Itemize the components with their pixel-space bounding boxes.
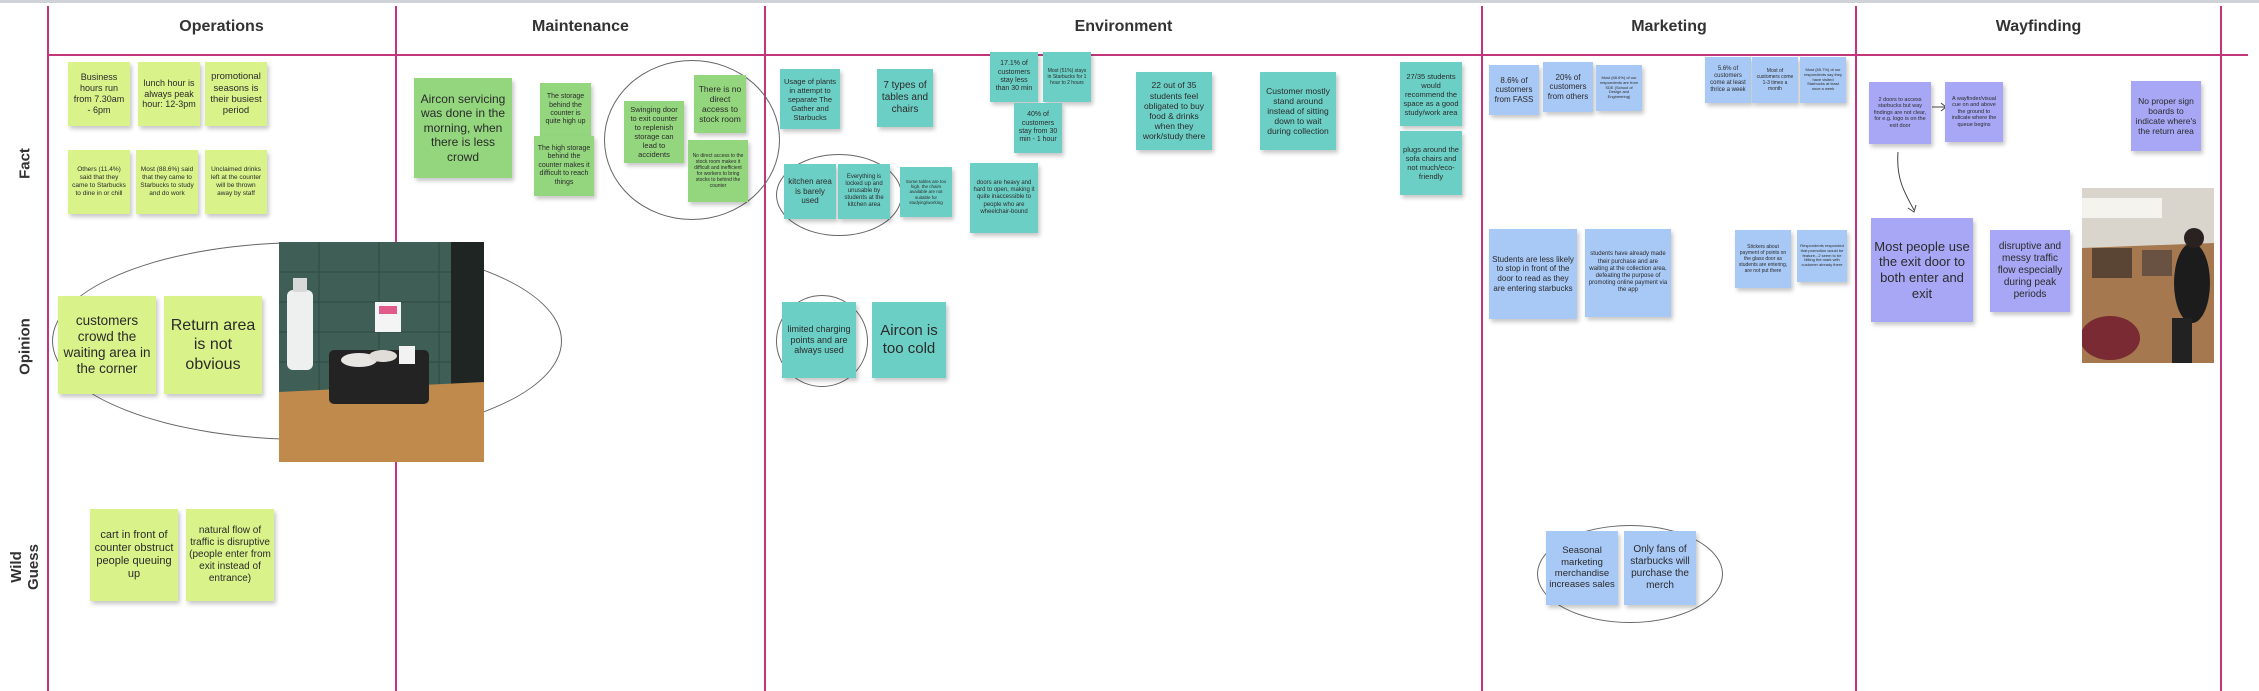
sticky-note[interactable]: Most (51%) stays in Starbucks for 1 hour… — [1043, 52, 1091, 102]
sticky-note[interactable]: 20% of customers from others — [1543, 62, 1593, 112]
cluster-circle — [604, 60, 780, 220]
sticky-note[interactable]: Customer mostly stand around instead of … — [1260, 72, 1336, 150]
grid-line-header — [48, 54, 2248, 56]
column-header-operations: Operations — [179, 18, 264, 35]
sticky-note[interactable]: Swinging door to exit counter to repleni… — [624, 101, 684, 163]
column-header-environment: Environment — [1074, 18, 1173, 35]
sticky-note[interactable]: Business hours run from 7.30am - 6pm — [68, 62, 130, 126]
arrow-icon — [1897, 151, 1917, 213]
sticky-note[interactable]: lunch hour is always peak hour: 12-3pm — [138, 62, 200, 126]
sticky-note[interactable]: Stickers about payment of points on the … — [1735, 230, 1791, 288]
sticky-note[interactable]: 17.1% of customers stay less than 30 min — [990, 52, 1038, 102]
sticky-note[interactable]: limited charging points and are always u… — [782, 302, 856, 378]
sticky-note[interactable]: Most (65.7%) of our respondents say they… — [1800, 57, 1846, 103]
row-label-fact: Fact — [16, 148, 34, 179]
cluster-circle — [1537, 525, 1723, 623]
column-header-wayfinding: Wayfinding — [1995, 18, 2082, 35]
sticky-note[interactable]: Students are less likely to stop in fron… — [1489, 229, 1577, 319]
row-label-wild-guess: Wild Guess — [8, 544, 42, 590]
sticky-note[interactable]: Some tables are too high, the chairs ava… — [900, 167, 952, 217]
sticky-note[interactable]: Most (88.6%) said that they came to Star… — [136, 150, 198, 214]
sticky-note[interactable]: A wayfinder/visual cue on and above the … — [1945, 82, 2003, 142]
grid-line-marketing-wayfinding — [1855, 6, 1857, 691]
sticky-note[interactable]: Unclaimed drinks left at the counter wil… — [205, 150, 267, 214]
sticky-note[interactable]: natural flow of traffic is disruptive (p… — [186, 509, 274, 601]
photo-entrance-traffic — [2082, 188, 2214, 363]
photo-return-area — [279, 242, 484, 462]
sticky-note[interactable]: students have already made their purchas… — [1585, 229, 1671, 317]
sticky-note[interactable]: 7 types of tables and chairs — [877, 69, 933, 127]
sticky-note[interactable]: Usage of plants in attempt to separate T… — [780, 69, 840, 129]
top-border — [0, 0, 2259, 3]
column-header-marketing: Marketing — [1631, 18, 1707, 35]
row-label-opinion: Opinion — [16, 318, 34, 375]
sticky-note[interactable]: No proper sign boards to indicate where'… — [2131, 81, 2201, 151]
sticky-note[interactable]: Only fans of starbucks will purchase the… — [1624, 531, 1696, 605]
sticky-note[interactable]: 40% of customers stay from 30 min - 1 ho… — [1014, 103, 1062, 153]
sticky-note[interactable]: Return area is not obvious — [164, 296, 262, 394]
sticky-note[interactable]: Most (68.6%) of our respondents are from… — [1596, 65, 1642, 111]
sticky-note[interactable]: Seasonal marketing merchandise increases… — [1546, 531, 1618, 605]
grid-line-environment-marketing — [1481, 6, 1483, 691]
sticky-note[interactable]: The high storage behind the counter make… — [534, 136, 594, 196]
sticky-note[interactable]: disruptive and messy traffic flow especi… — [1990, 230, 2070, 312]
sticky-note[interactable]: There is no direct access to stock room — [694, 75, 746, 133]
sticky-note[interactable]: 2 doors to access starbucks but way find… — [1869, 82, 1931, 144]
sticky-note[interactable]: The storage behind the counter is quite … — [540, 83, 591, 137]
sticky-note[interactable]: Respondents responded that promotion wou… — [1797, 230, 1847, 282]
grid-line-left — [47, 6, 49, 691]
sticky-note[interactable]: 8.6% of customers from FASS — [1489, 65, 1539, 115]
sticky-note[interactable]: customers crowd the waiting area in the … — [58, 296, 156, 394]
grid-line-maintenance-environment — [764, 6, 766, 691]
column-header-maintenance: Maintenance — [532, 18, 629, 35]
sticky-note[interactable]: 27/35 students would recommend the space… — [1400, 62, 1462, 126]
sticky-note[interactable]: Aircon is too cold — [872, 302, 946, 378]
sticky-note[interactable]: 22 out of 35 students feel obligated to … — [1136, 72, 1212, 150]
sticky-note[interactable]: plugs around the sofa chairs and not muc… — [1400, 131, 1462, 195]
sticky-note[interactable]: Others (11.4%) said that they came to St… — [68, 150, 130, 214]
sticky-note[interactable]: Most people use the exit door to both en… — [1871, 218, 1973, 322]
sticky-note[interactable]: Everything is locked up and unusable by … — [838, 164, 890, 219]
cluster-circle — [776, 295, 868, 387]
sticky-note[interactable]: Most of customers come 1-3 times a month — [1752, 57, 1798, 103]
sticky-note[interactable]: cart in front of counter obstruct people… — [90, 509, 178, 601]
sticky-note[interactable]: No direct access to the stock room makes… — [688, 140, 748, 202]
sticky-note[interactable]: kitchen area is barely used — [784, 164, 836, 219]
grid-line-right — [2220, 6, 2222, 691]
sticky-note[interactable]: doors are heavy and hard to open, making… — [970, 163, 1038, 233]
sticky-note[interactable]: Aircon servicing was done in the morning… — [414, 78, 512, 178]
sticky-note[interactable]: 5.6% of customers come at least thrice a… — [1705, 57, 1751, 103]
sticky-note[interactable]: promotional seasons is their busiest per… — [205, 62, 267, 126]
